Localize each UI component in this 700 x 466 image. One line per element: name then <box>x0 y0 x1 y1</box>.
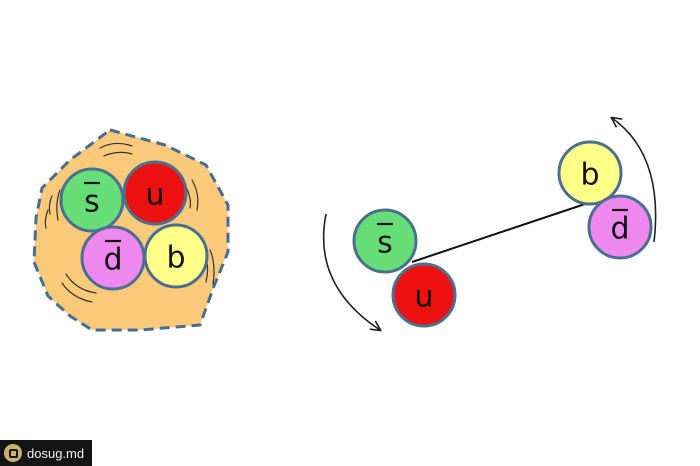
quark-up: u <box>122 160 188 226</box>
quark-bottom-separated: b <box>557 140 623 206</box>
quark-anti-strange-separated: s <box>352 208 418 274</box>
quark-label: d <box>103 243 122 278</box>
rotation-arrow-left <box>322 213 382 332</box>
quark-label: s <box>84 185 100 220</box>
watermark-text: dosug.md <box>27 445 85 461</box>
quark-circle <box>587 194 653 260</box>
quark-circle <box>352 208 418 274</box>
quark-circle <box>143 223 209 289</box>
quark-label: u <box>145 178 164 213</box>
rotation-arrow-right <box>610 116 657 243</box>
gluon-cloud <box>32 128 230 332</box>
quark-bottom: b <box>143 223 209 289</box>
quark-circle <box>391 262 457 328</box>
quark-up-separated: u <box>391 262 457 328</box>
quark-label: u <box>414 280 433 315</box>
quark-label: b <box>580 158 599 193</box>
watermark: dosug.md <box>0 440 93 466</box>
quark-circle <box>122 160 188 226</box>
quark-label: b <box>166 241 185 276</box>
quark-circle <box>59 167 125 233</box>
quark-label: s <box>377 226 393 261</box>
quark-circle <box>557 140 623 206</box>
quark-anti-strange: s <box>59 167 125 233</box>
quark-anti-down: d <box>80 225 146 291</box>
bound-tetraquark: s u d b <box>32 128 230 332</box>
quark-anti-down-separated: d <box>587 194 653 260</box>
string-link <box>411 200 595 263</box>
dosug-logo-icon <box>4 444 22 462</box>
separated-tetraquark: s u b d <box>322 116 657 332</box>
quark-label: d <box>610 212 629 247</box>
